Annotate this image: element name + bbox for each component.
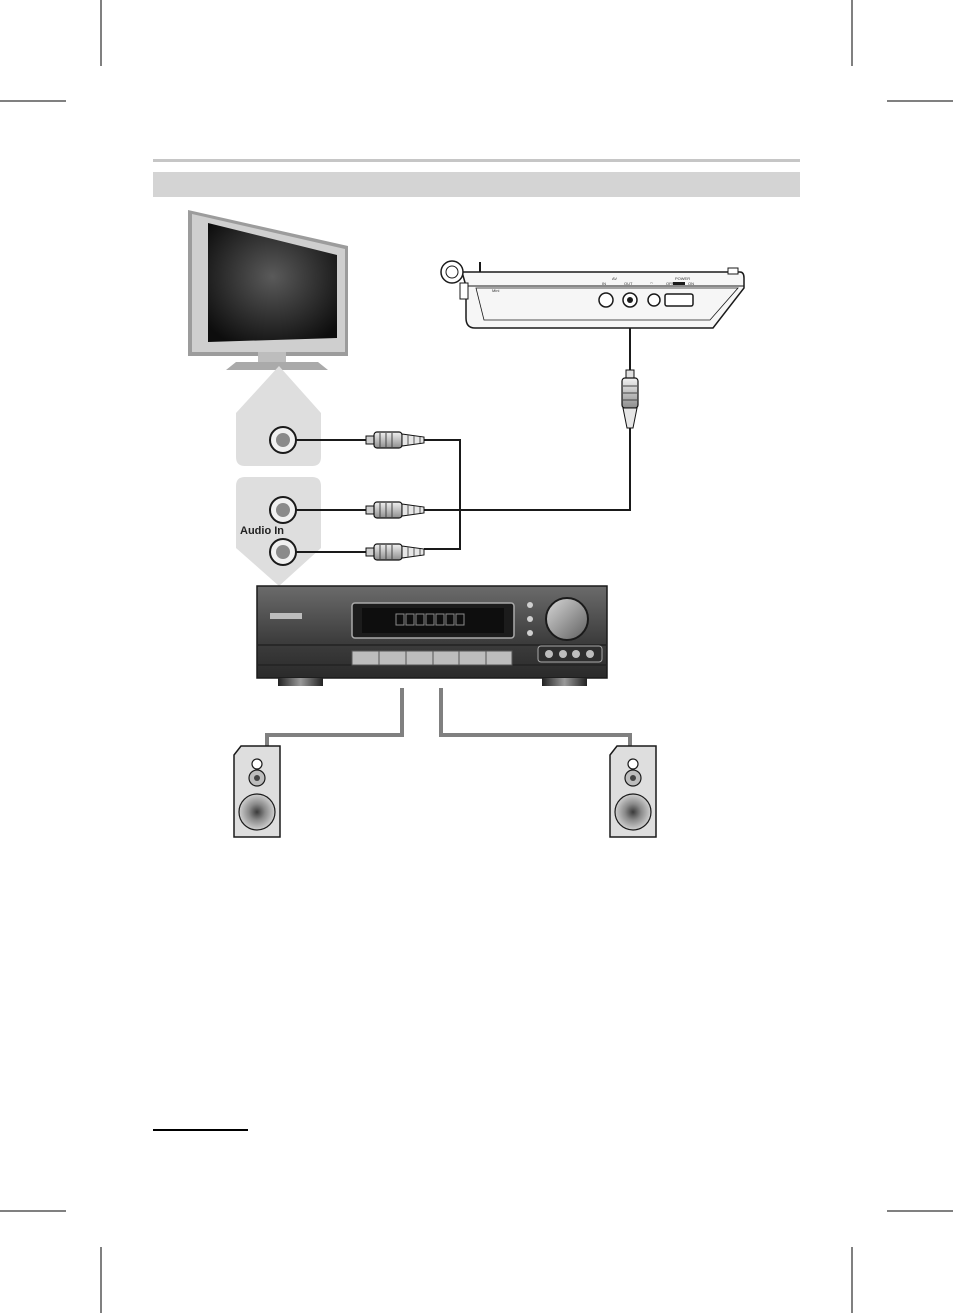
receiver-indicator-2 [527, 616, 533, 622]
receiver-front-jack-2 [559, 650, 567, 658]
receiver-foot-left [278, 678, 323, 686]
tv-icon [188, 210, 348, 370]
receiver-audio-in-panel: Audio In [236, 477, 321, 586]
header-rule [153, 159, 800, 162]
footer-rule [153, 1129, 248, 1131]
receiver-front-jack-1 [545, 650, 553, 658]
dvd-port-out-label: OUT [624, 281, 633, 286]
dvd-port-in-label: IN [602, 281, 606, 286]
dvd-headphone-icon: ∩ [650, 280, 653, 285]
dvd-on-label: ON [688, 281, 694, 286]
dvd-av-in-jack [599, 293, 613, 307]
receiver-button-strip [352, 651, 512, 665]
receiver-volume-knob [546, 598, 588, 640]
rca-plug-audio-left [366, 502, 424, 518]
dvd-power-switch [665, 294, 693, 306]
receiver-indicator-3 [527, 630, 533, 636]
dvd-headphone-jack [648, 294, 660, 306]
receiver-front-jack-3 [572, 650, 580, 658]
tv-av-panel [236, 366, 321, 466]
audio-in-label: Audio In [240, 525, 284, 537]
dvd-port-av-label: AV [612, 276, 617, 281]
header-bar [153, 172, 800, 197]
rca-plug-video [366, 432, 424, 448]
receiver-foot-right [542, 678, 587, 686]
dvd-side-label: Mini [492, 288, 499, 293]
mini-jack-plug [622, 370, 638, 428]
receiver-front-jack-4 [586, 650, 594, 658]
speaker-wires [267, 688, 630, 748]
receiver-power-button [270, 613, 302, 619]
speaker-right-icon [610, 746, 656, 837]
receiver-indicator-1 [527, 602, 533, 608]
av-receiver [257, 586, 607, 686]
speaker-left-icon [234, 746, 280, 837]
portable-dvd-player: Mini AV IN OUT ∩ POWER OFF ON [441, 261, 744, 328]
dvd-hinge-icon [441, 261, 463, 283]
rca-plug-audio-right [366, 544, 424, 560]
